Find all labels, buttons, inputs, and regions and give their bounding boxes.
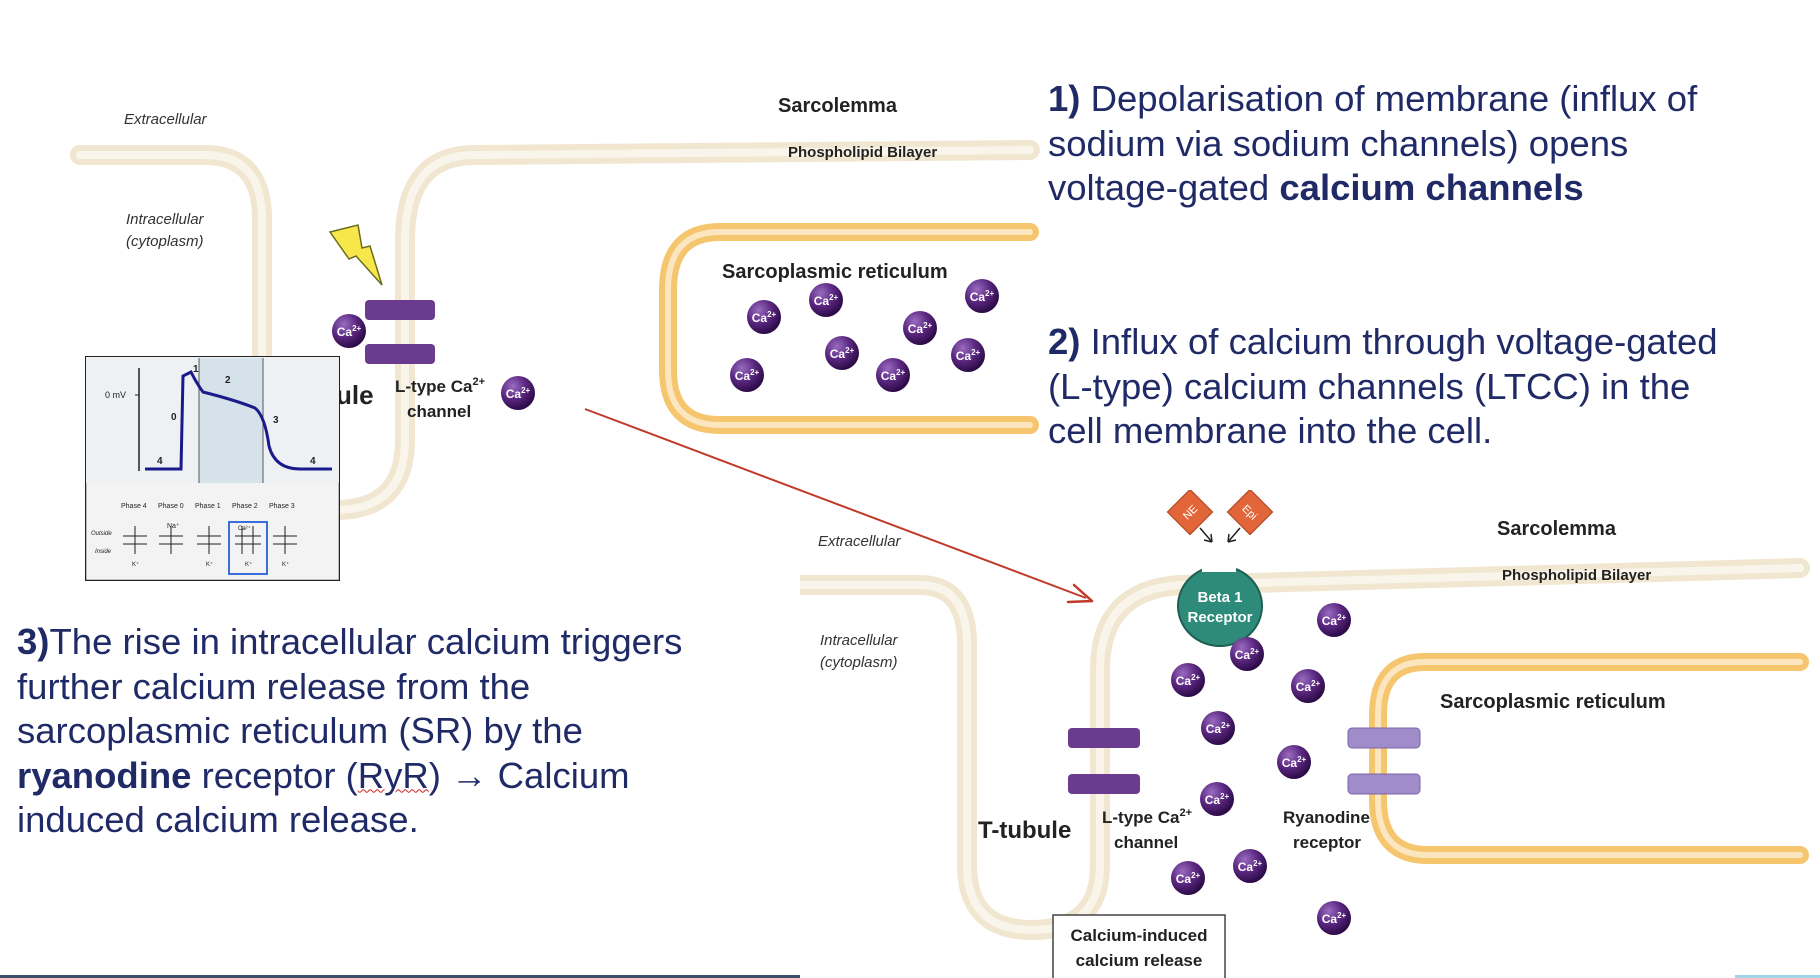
- svg-text:K⁺: K⁺: [132, 561, 139, 568]
- ltype-label: L-type Ca2+: [395, 376, 485, 396]
- svg-text:K⁺: K⁺: [282, 561, 289, 568]
- svg-text:1: 1: [193, 364, 199, 375]
- ca-ion: Ca2+: [1171, 861, 1205, 895]
- ca-ion: Ca2+: [1233, 849, 1267, 883]
- sarcolemma-label: Sarcolemma: [778, 95, 898, 117]
- intracellular-label: Intracellular: [820, 632, 899, 649]
- ca-ion: Ca2+: [1291, 669, 1325, 703]
- svg-text:2: 2: [225, 375, 231, 386]
- ap-curve: [145, 369, 332, 471]
- svg-text:4: 4: [310, 456, 316, 467]
- ca-ion: Ca2+: [1230, 637, 1264, 671]
- step-3-text: 3)The rise in intracellular calcium trig…: [17, 621, 683, 840]
- ca-ion: Ca2+: [965, 279, 999, 313]
- ryanodine-receptor-upper: [1347, 727, 1421, 749]
- ltype-channel-lower: [365, 344, 435, 364]
- top-ions: Ca2+ Ca2+ Ca2+ Ca2+ Ca2+ Ca2+ Ca2+ Ca2+ …: [332, 279, 999, 410]
- svg-text:K⁺: K⁺: [245, 561, 252, 568]
- phase2-highlight: [199, 358, 263, 483]
- ca-ion: Ca2+: [1277, 745, 1311, 779]
- ca-ion: Ca2+: [951, 338, 985, 372]
- svg-text:Outside: Outside: [91, 531, 112, 537]
- svg-text:4: 4: [157, 456, 163, 467]
- sarcolemma-label: Sarcolemma: [1497, 518, 1617, 540]
- ltype-channel-label: channel: [407, 402, 471, 421]
- svg-text:Inside: Inside: [95, 549, 112, 555]
- bottom-diagram: Beta 1 Receptor NE Epi Extracellular Int…: [800, 490, 1810, 978]
- ca-ion: Ca2+: [1317, 603, 1351, 637]
- svg-text:Phase 1: Phase 1: [195, 503, 221, 510]
- ryanodine-receptor-lower: [1347, 773, 1421, 795]
- svg-text:Phase 3: Phase 3: [269, 503, 295, 510]
- ltype-channel-upper: [1068, 728, 1140, 748]
- ryanodine-label: Ryanodine: [1283, 808, 1370, 827]
- ltype-channel-lower: [1068, 774, 1140, 794]
- svg-text:calcium release: calcium release: [1076, 951, 1203, 970]
- step-1-text: 1) Depolarisation of membrane (influx of…: [1048, 78, 1698, 208]
- bilayer-label: Phospholipid Bilayer: [1502, 567, 1651, 584]
- ca-ion: Ca2+: [903, 311, 937, 345]
- lightning-icon: [328, 224, 383, 286]
- ca-ion: Ca2+: [332, 314, 366, 348]
- top-diagram: Extracellular Intracellular (cytoplasm) …: [70, 95, 1040, 521]
- ltype-label: L-type Ca2+: [1102, 807, 1192, 827]
- ca-ion: Ca2+: [1200, 782, 1234, 816]
- cytoplasm-label: (cytoplasm): [126, 233, 204, 250]
- ca-ion: Ca2+: [1201, 711, 1235, 745]
- ltype-channel-label: channel: [1114, 833, 1178, 852]
- ne-ligand: NE: [1166, 490, 1214, 536]
- ca-ion: Ca2+: [825, 336, 859, 370]
- bottom-ions: Ca2+ Ca2+ Ca2+ Ca2+ Ca2+ Ca2+ Ca2+ Ca2+ …: [1171, 603, 1351, 935]
- svg-text:Ca²⁺: Ca²⁺: [238, 525, 251, 532]
- ca-ion: Ca2+: [747, 300, 781, 334]
- ttubule-label: T-tubule: [978, 817, 1071, 844]
- svg-text:Phase 4: Phase 4: [121, 503, 147, 510]
- bottom-divider-left: [0, 975, 800, 978]
- sr-label: Sarcoplasmic reticulum: [1440, 691, 1666, 713]
- svg-text:Receptor: Receptor: [1187, 609, 1252, 626]
- sr-label: Sarcoplasmic reticulum: [722, 261, 948, 283]
- receptor-label: receptor: [1293, 833, 1361, 852]
- cytoplasm-label: (cytoplasm): [820, 654, 898, 671]
- ca-ion: Ca2+: [730, 358, 764, 392]
- step-2-text: 2) Influx of calcium through voltage-gat…: [1048, 321, 1718, 451]
- cicr-box: [1052, 914, 1226, 978]
- svg-text:Phase 0: Phase 0: [158, 503, 184, 510]
- ca-ion: Ca2+: [1317, 901, 1351, 935]
- phase2-box: [228, 521, 268, 575]
- bilayer-label: Phospholipid Bilayer: [788, 144, 937, 161]
- svg-text:Calcium-induced: Calcium-induced: [1071, 926, 1208, 945]
- ca-ion: Ca2+: [501, 376, 535, 410]
- ca-ion: Ca2+: [809, 283, 843, 317]
- extracellular-label: Extracellular: [124, 111, 208, 128]
- zero-mv-label: 0 mV: [105, 390, 126, 400]
- phase-labels: Phase 4 Phase 0 Phase 1 Phase 2 Phase 3: [121, 503, 295, 510]
- ca-ion: Ca2+: [1171, 663, 1205, 697]
- svg-text:3: 3: [273, 415, 279, 426]
- svg-text:K⁺: K⁺: [206, 561, 213, 568]
- svg-text:Na⁺: Na⁺: [167, 523, 180, 530]
- ca-ion: Ca2+: [876, 358, 910, 392]
- beta1-receptor: [1177, 565, 1263, 647]
- extracellular-label: Extracellular: [818, 533, 902, 550]
- bottom-divider-right: [1735, 975, 1820, 978]
- svg-text:Beta 1: Beta 1: [1197, 589, 1242, 606]
- ltype-channel-upper: [365, 300, 435, 320]
- ttubule-partial-label: ule: [336, 380, 374, 410]
- intracellular-label: Intracellular: [126, 211, 205, 228]
- svg-text:Phase 2: Phase 2: [232, 503, 258, 510]
- svg-text:0: 0: [171, 412, 177, 423]
- epi-ligand: Epi: [1226, 490, 1274, 536]
- action-potential-inset: 0 mV 1 2 0 3 4 4 Phase 4 Phase 0 Phase 1…: [85, 356, 340, 581]
